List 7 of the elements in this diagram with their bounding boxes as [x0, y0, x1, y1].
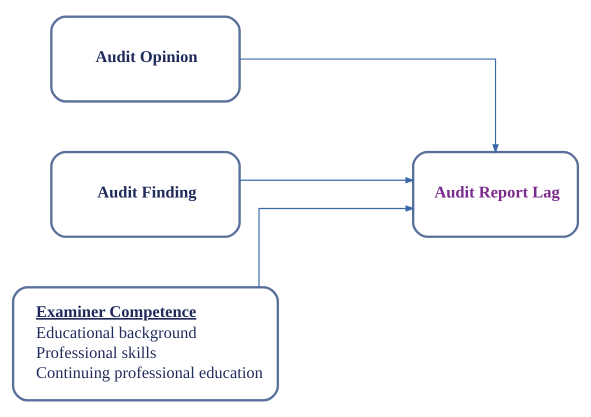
arrow	[240, 58, 499, 154]
arrow	[240, 176, 415, 184]
node-box: Audit Finding	[50, 150, 241, 238]
node-box: Audit Report Lag	[412, 150, 580, 238]
arrow	[258, 205, 415, 288]
node-box: Examiner Competence Educational background Professional skills Continuing professional education	[12, 286, 280, 402]
node-box: Audit Opinion	[50, 16, 241, 103]
